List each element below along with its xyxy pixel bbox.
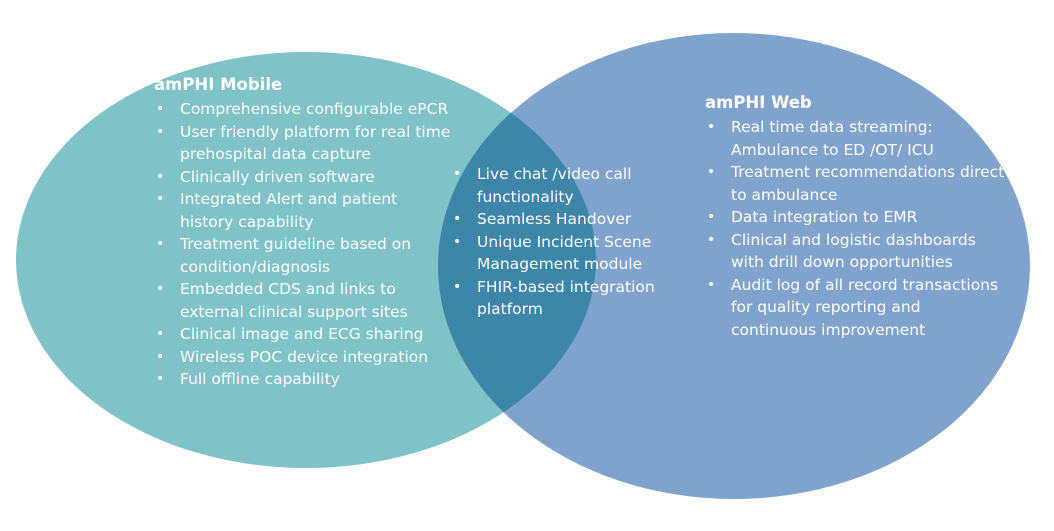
web-panel: amPHI Web Real time data streaming: Ambu… [705,92,1005,341]
web-title: amPHI Web [705,93,812,112]
mobile-feature-item: Full offline capability [154,368,454,391]
mobile-feature-item: Treatment guideline based on condition/d… [154,233,454,278]
mobile-feature-item: Comprehensive configurable ePCR [154,98,454,121]
shared-feature-item: Unique Incident Scene Management module [451,231,666,276]
mobile-feature-item: Wireless POC device integration [154,346,454,369]
shared-feature-list: Live chat /video call functionality Seam… [451,163,666,321]
mobile-panel: amPHI Mobile Comprehensive configurable … [154,74,454,391]
web-feature-item: Real time data streaming: Ambulance to E… [705,116,1005,161]
web-feature-item: Treatment recommendations direct to ambu… [705,161,1005,206]
web-feature-item: Data integration to EMR [705,206,1005,229]
shared-feature-item: Live chat /video call functionality [451,163,666,208]
mobile-feature-list: Comprehensive configurable ePCR User fri… [154,98,454,391]
mobile-feature-item: Clinically driven software [154,166,454,189]
web-feature-list: Real time data streaming: Ambulance to E… [705,116,1005,341]
mobile-title: amPHI Mobile [154,75,283,94]
web-feature-item: Audit log of all record transactions for… [705,274,1005,342]
shared-feature-item: Seamless Handover [451,208,666,231]
web-feature-item: Clinical and logistic dashboards with dr… [705,229,1005,274]
mobile-feature-item: Integrated Alert and patient history cap… [154,188,454,233]
shared-features-panel: Live chat /video call functionality Seam… [451,163,666,321]
mobile-feature-item: Embedded CDS and links to external clini… [154,278,454,323]
mobile-feature-item: Clinical image and ECG sharing [154,323,454,346]
mobile-feature-item: User friendly platform for real time pre… [154,121,454,166]
shared-feature-item: FHIR-based integration platform [451,276,666,321]
